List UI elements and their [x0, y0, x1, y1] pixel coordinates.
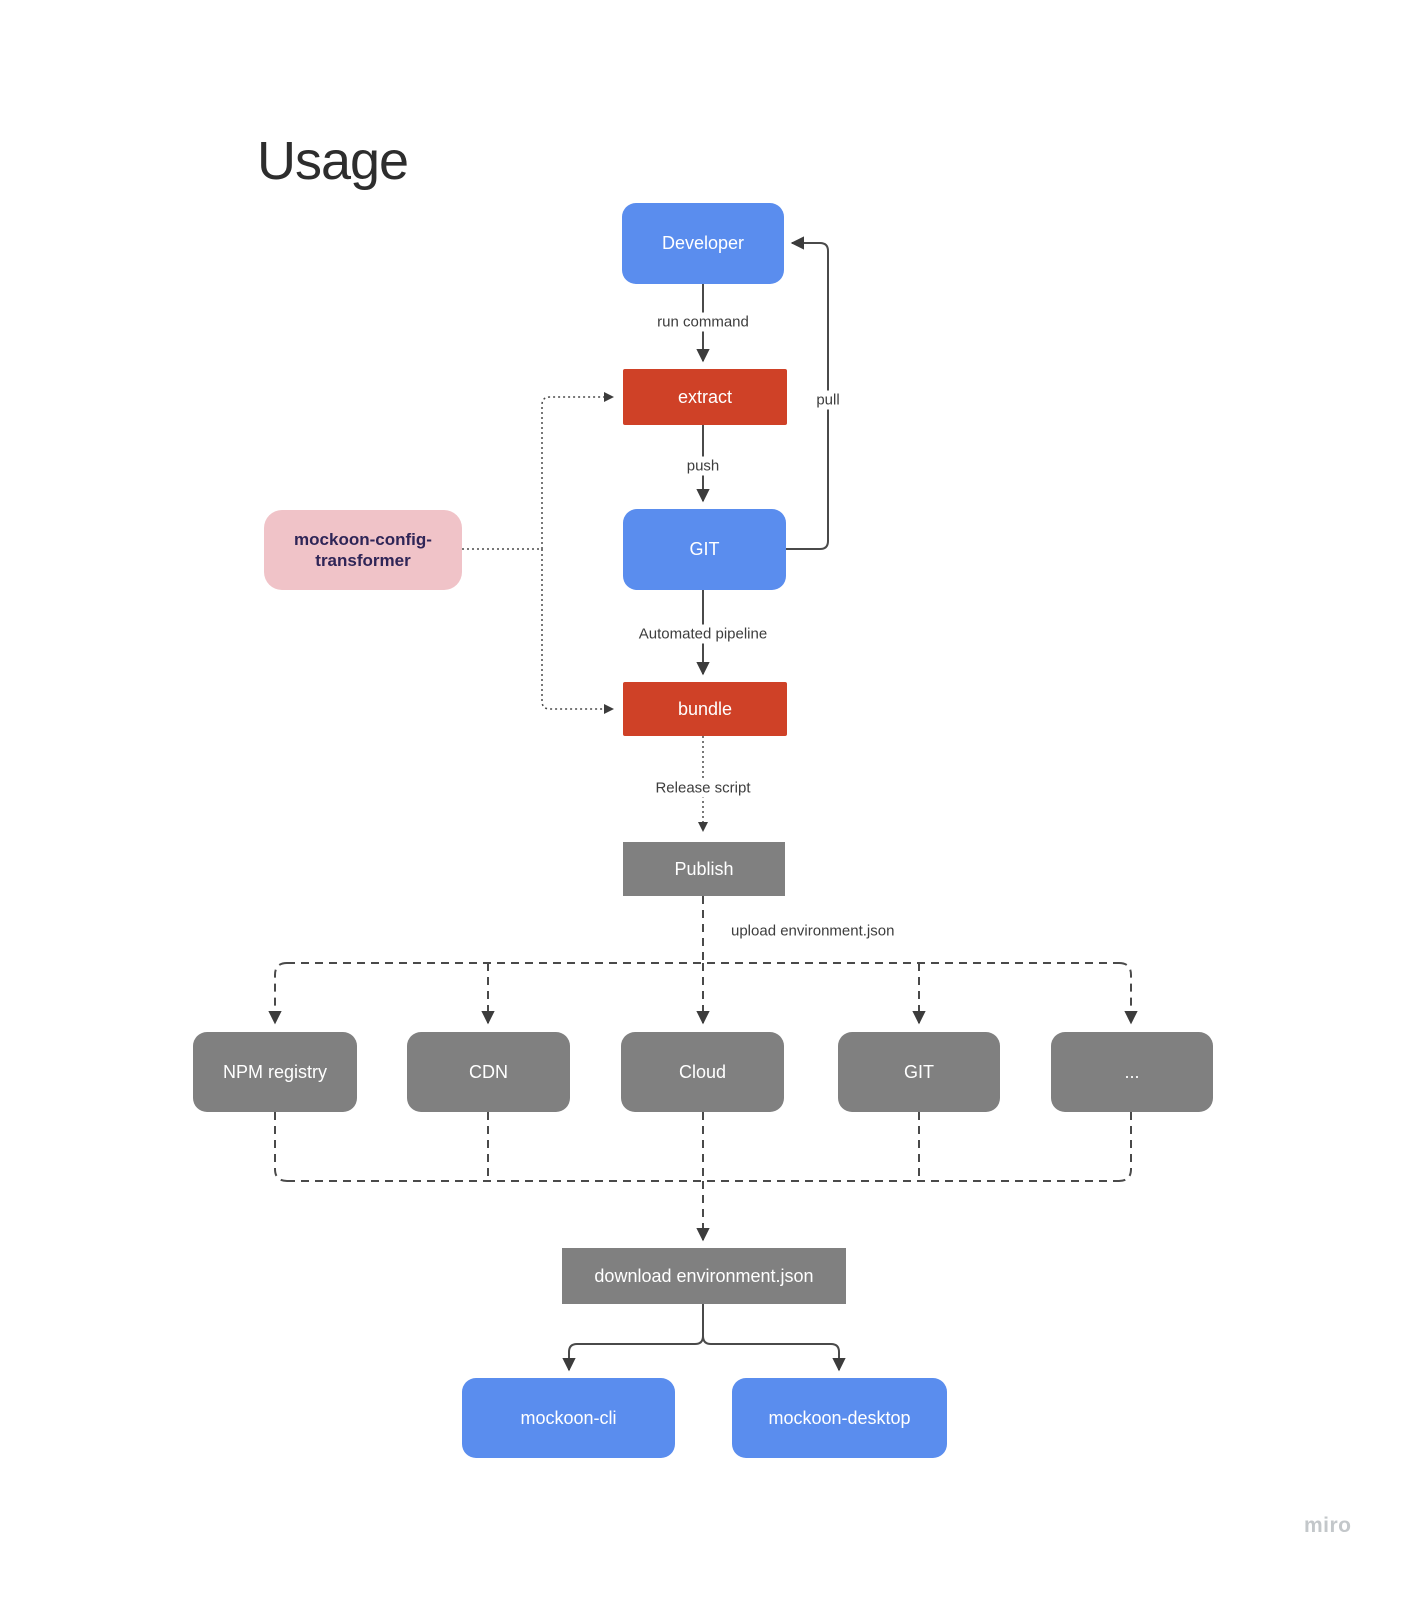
node-mockoon-config-transformer: mockoon-config-transformer [264, 510, 462, 590]
edge-download-mockoon-cli [562, 1304, 704, 1372]
node-mockoon-cli: mockoon-cli [462, 1378, 675, 1458]
node-cdn: CDN [407, 1032, 570, 1112]
edge-label-upload-environment: upload environment.json [726, 921, 900, 941]
edge-label-automated-pipeline: Automated pipeline [633, 624, 773, 644]
edge-collect-ellipsis [1118, 1112, 1132, 1182]
node-git: GIT [623, 509, 786, 590]
edge-label-release-script: Release script [650, 778, 756, 798]
node-ellipsis: ... [1051, 1032, 1213, 1112]
edge-drop-npm [268, 962, 288, 1025]
edge-download-mockoon-desktop [702, 1304, 846, 1372]
miro-watermark: miro [1304, 1514, 1352, 1537]
node-cloud: Cloud [621, 1032, 784, 1112]
node-extract: extract [623, 369, 787, 425]
node-git-target: GIT [838, 1032, 1000, 1112]
edge-label-run-command: run command [652, 312, 754, 332]
edge-transformer-bundle [541, 549, 614, 714]
node-download-environment: download environment.json [562, 1248, 846, 1304]
node-developer: Developer [622, 203, 784, 284]
node-publish: Publish [623, 842, 785, 896]
node-bundle: bundle [623, 682, 787, 736]
edge-label-push: push [681, 456, 725, 476]
edge-collect-npm [274, 1112, 288, 1182]
edge-label-pull: pull [811, 390, 845, 410]
node-npm-registry: NPM registry [193, 1032, 357, 1112]
node-mockoon-desktop: mockoon-desktop [732, 1378, 947, 1458]
edge-drop-ellipsis [1118, 962, 1138, 1025]
edge-transformer-extract [541, 392, 614, 549]
page-title: Usage [257, 131, 409, 191]
